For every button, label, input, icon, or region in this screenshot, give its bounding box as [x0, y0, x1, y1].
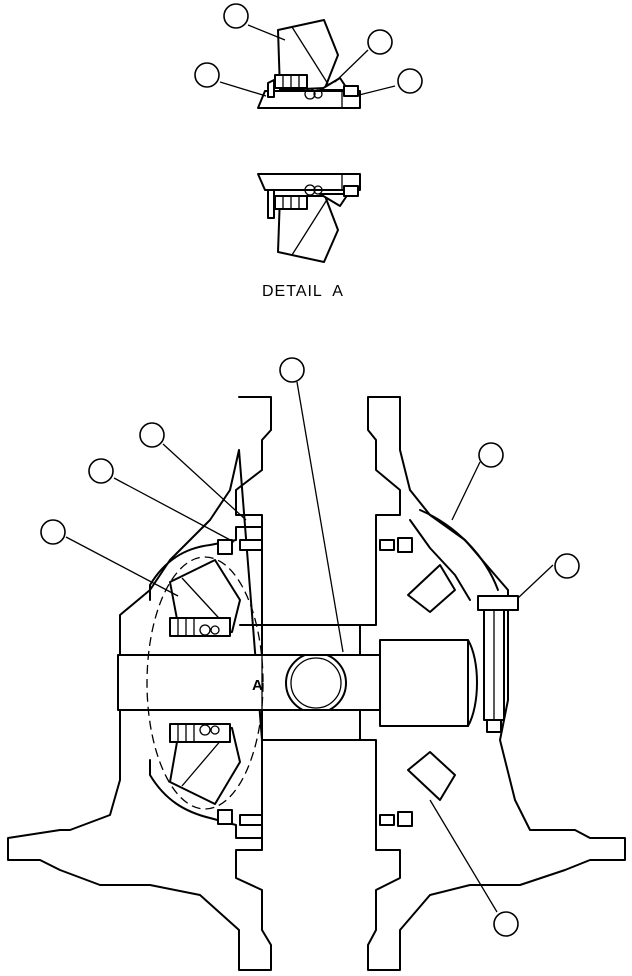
callout-bubble [139, 422, 165, 448]
callout-bubble [223, 3, 249, 29]
detail-a-upper-callout-leaders [219, 24, 396, 97]
section-marker-a: A [252, 677, 263, 694]
detail-a-lower-view [257, 173, 361, 263]
right-side-gear-top [407, 564, 456, 613]
pinion-shaft-end [285, 652, 347, 714]
callout-bubble [493, 911, 519, 937]
right-housing-outline [359, 396, 626, 971]
detail-a-upper-view [257, 19, 361, 109]
callout-bubble [194, 62, 220, 88]
callout-bubble [478, 442, 504, 468]
main-callout-leaders [65, 381, 554, 913]
callout-bubble [554, 553, 580, 579]
callout-bubble [88, 458, 114, 484]
right-side-gear-bottom [407, 751, 456, 801]
left-housing-outline [7, 396, 272, 971]
left-bearing-bottom [169, 723, 231, 743]
differential-case-right [379, 639, 469, 727]
callout-bubble [367, 29, 393, 55]
left-bearing-top [169, 617, 231, 637]
detail-a-boundary [146, 556, 264, 810]
detail-a-caption: DETAIL A [262, 283, 344, 300]
callout-bubble [397, 68, 423, 94]
housing-bolt [477, 595, 519, 733]
callout-bubble [40, 519, 66, 545]
callout-bubble [279, 357, 305, 383]
